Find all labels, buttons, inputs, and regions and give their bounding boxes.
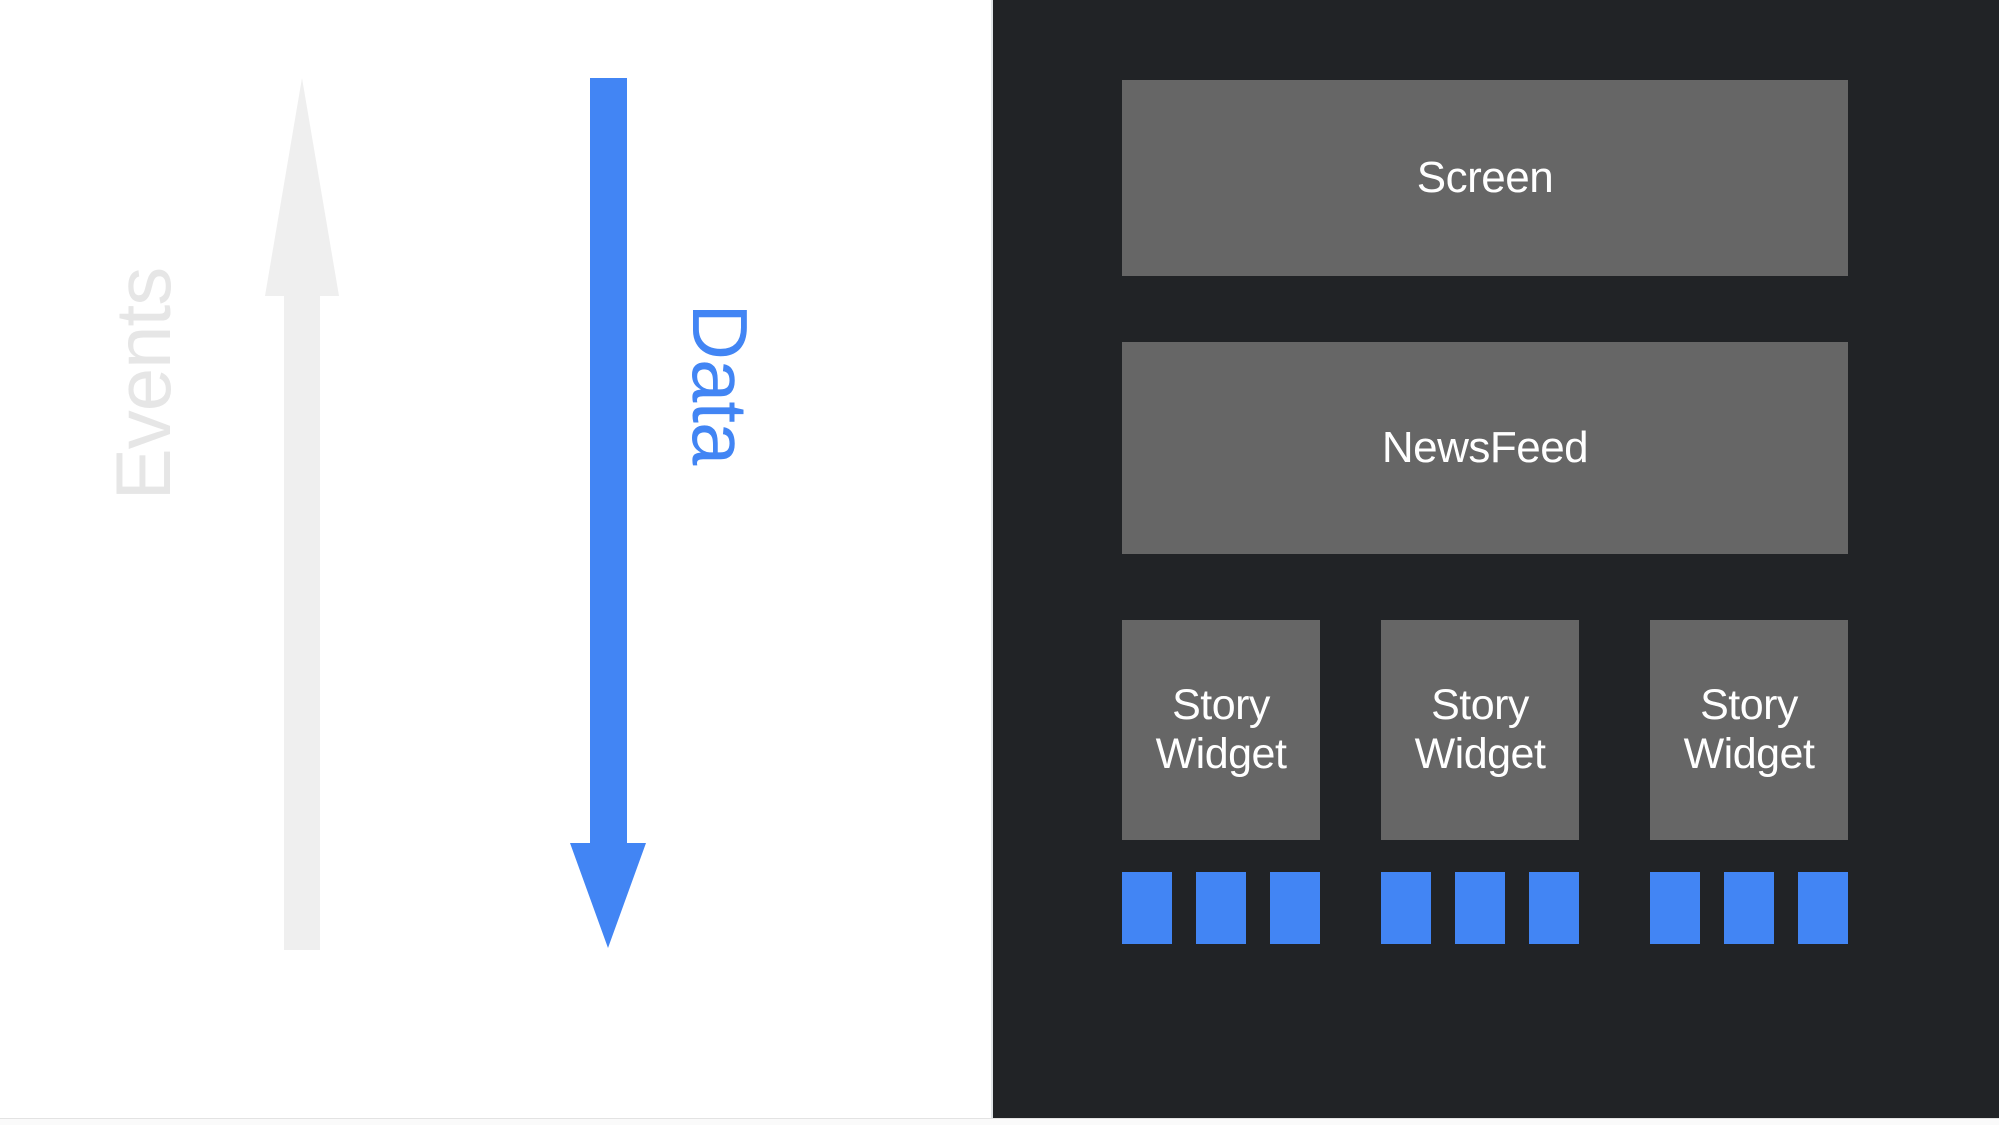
- data-arrow-icon: [570, 78, 646, 948]
- leaf-node[interactable]: [1529, 872, 1579, 944]
- events-arrow-icon: [265, 78, 339, 950]
- leaf-node[interactable]: [1196, 872, 1246, 944]
- node-newsfeed[interactable]: NewsFeed: [1122, 342, 1848, 554]
- story-widget-label-line2: Widget: [1155, 730, 1287, 778]
- leaf-node[interactable]: [1122, 872, 1172, 944]
- leaf-node[interactable]: [1381, 872, 1431, 944]
- leaf-node[interactable]: [1270, 872, 1320, 944]
- leaf-node[interactable]: [1650, 872, 1700, 944]
- story-widget-label-line1: Story: [1431, 680, 1529, 729]
- leaf-node[interactable]: [1798, 872, 1848, 944]
- node-story-widget-2[interactable]: Story Widget: [1650, 620, 1848, 840]
- story-widget-label-line2: Widget: [1414, 730, 1546, 778]
- data-axis-label: Data: [676, 303, 764, 465]
- flow-legend-pane: Events Data: [0, 0, 991, 1118]
- widget-tree-pane: Screen NewsFeed Story Widget Story Widge…: [991, 0, 1999, 1118]
- leaf-group-2: [1650, 872, 1848, 944]
- leaf-node[interactable]: [1724, 872, 1774, 944]
- leaf-group-1: [1381, 872, 1579, 944]
- node-story-widget-1[interactable]: Story Widget: [1381, 620, 1579, 840]
- node-story-widget-0[interactable]: Story Widget: [1122, 620, 1320, 840]
- story-widget-label-line1: Story: [1172, 680, 1270, 729]
- events-axis-label: Events: [99, 267, 187, 501]
- leaf-group-0: [1122, 872, 1320, 944]
- bottom-divider: [0, 1118, 1999, 1125]
- story-widget-label-line1: Story: [1700, 680, 1798, 729]
- story-widget-label-line2: Widget: [1683, 730, 1815, 778]
- leaf-node[interactable]: [1455, 872, 1505, 944]
- node-screen[interactable]: Screen: [1122, 80, 1848, 276]
